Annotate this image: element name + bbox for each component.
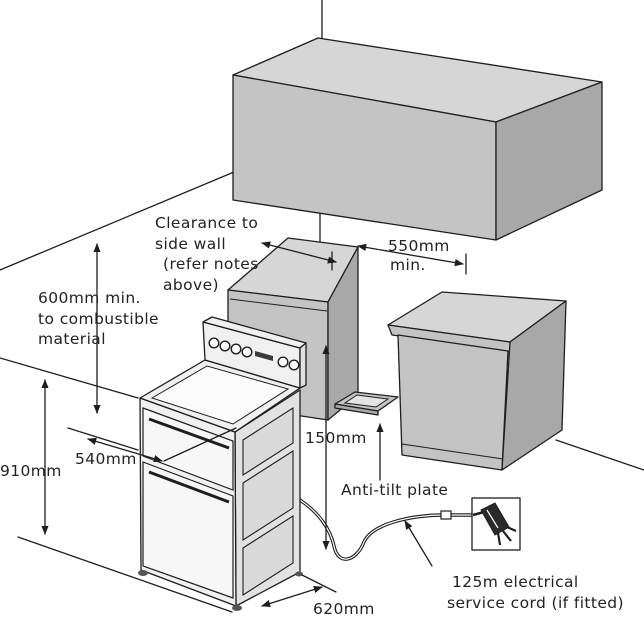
clearance-label-line-1: Clearance to [155, 214, 258, 232]
overhead-cabinet [232, 37, 603, 241]
right-cabinet-front [397, 334, 509, 471]
right-cabinet-side [501, 300, 567, 471]
clearance-label-line-3: (refer notes [163, 255, 259, 273]
knob-3[interactable] [230, 343, 242, 355]
floor-line-left [17, 536, 233, 613]
clearance-label-line-4: above) [163, 276, 219, 294]
depth-540-dimension [87, 437, 163, 463]
cooker-foot-front-right [232, 605, 242, 611]
left-cabinet-bench-lip [229, 298, 328, 312]
control-knobs [208, 337, 300, 371]
width-620-dimension [261, 586, 323, 607]
knob-4[interactable] [241, 346, 253, 358]
knob-2[interactable] [219, 340, 231, 352]
side-panel-upper [242, 406, 294, 477]
control-display [255, 351, 273, 361]
anti-tilt-plate-edge [334, 403, 379, 416]
width-620-label: 620mm [313, 600, 375, 618]
plug-prong-2 [502, 530, 512, 542]
diagram-labels: Clearance to side wall (refer notes abov… [0, 214, 624, 618]
overhead-cabinet-side [495, 81, 603, 241]
back-wall-top-edge [0, 171, 235, 271]
clearance-side-wall-dimension [261, 241, 337, 264]
side-panel-lower [242, 514, 294, 597]
clearance-550-min-label: min. [390, 256, 426, 274]
service-cord-label-line-2: service cord (if fitted) [447, 594, 624, 612]
cord-clip [440, 510, 452, 520]
plug-inset [471, 497, 521, 551]
knob-1[interactable] [208, 337, 220, 349]
upper-door-handle[interactable] [148, 417, 230, 450]
depth-540-extension [67, 427, 139, 451]
cooktop-glass [150, 365, 290, 425]
combustible-label-line-2: to combustible [38, 310, 159, 328]
backguard-end [299, 342, 307, 389]
anti-tilt-plate-label: Anti-tilt plate [341, 481, 448, 499]
plug-highlight [486, 509, 499, 529]
width-620-extension [301, 574, 337, 593]
depth-540-label: 540mm [75, 450, 137, 468]
knob-6[interactable] [288, 359, 300, 371]
service-cord-leader [404, 520, 433, 567]
cooker-foot-left [138, 570, 148, 576]
anti-tilt-plate-inner [343, 394, 390, 408]
dimension-lines [41, 241, 467, 607]
cooker-foot-back-right [295, 571, 303, 577]
plug-prong-3 [506, 525, 517, 533]
plug-prong-1 [496, 532, 502, 546]
freestanding-cooker [138, 316, 307, 611]
service-cord-label-line-1: 125m electrical [452, 573, 579, 591]
knob-5[interactable] [277, 356, 289, 368]
depth-540-extension-right [163, 427, 237, 462]
bench-height-extension-line [0, 357, 139, 399]
height-910-label: 910mm [0, 462, 62, 480]
clearance-label-line-2: side wall [155, 235, 226, 253]
clearance-550-dimension [357, 243, 464, 267]
clearance-550-label: 550mm [388, 237, 450, 255]
combustible-label-line-1: 600mm min. [38, 289, 141, 307]
floor-line-right [555, 439, 644, 471]
lower-door-handle[interactable] [148, 470, 230, 504]
combustible-label-line-3: material [38, 330, 106, 348]
height-150-label: 150mm [305, 429, 367, 447]
right-cabinet-plinth-line [401, 443, 504, 460]
side-panel-middle [242, 449, 294, 542]
right-side-cabinet [387, 291, 567, 471]
anti-tilt-plate-drawing [334, 391, 399, 416]
